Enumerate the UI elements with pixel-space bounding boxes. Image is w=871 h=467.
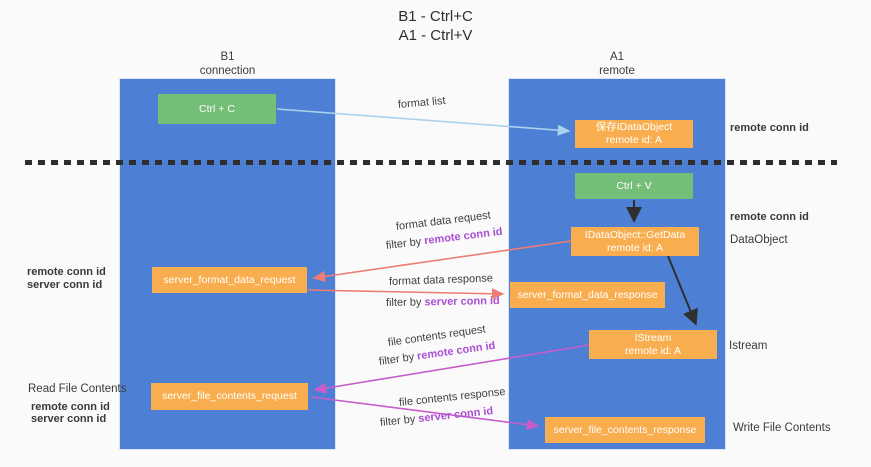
right-write-file-contents-label: Write File Contents [733,422,831,434]
column-a1-name: A1 [609,51,625,63]
column-header-a1: A1 remote [508,50,726,78]
right-dataobject-label: DataObject [730,234,788,246]
server-format-data-request-label: server_format_data_request [163,273,296,286]
column-a1-role: remote [599,65,635,77]
label-format-data-response-filter: filter by server conn id [386,295,500,309]
right-istream-label: Istream [729,340,768,352]
arrow-format-data-response [307,288,505,300]
column-header-b1: B1 connection [119,50,336,78]
column-b1-name: B1 [220,51,235,63]
server-conn-id-text: server conn id [424,295,500,309]
save-idataobject-line1: 保存IDataObject [595,121,673,133]
left-read-file-contents-label: Read File Contents [28,383,127,395]
left-file-remote-conn-id: remote conn id [31,401,110,413]
arrow-file-contents-response [310,396,540,431]
node-server-format-data-response: server_format_data_response [510,282,665,308]
ctrl-v-label: Ctrl + V [616,179,652,192]
arrow-getdata-to-istream [667,255,698,326]
istream-line2: remote id: A [624,344,682,357]
arrow-file-contents-request [313,344,590,394]
server-format-data-response-label: server_format_data_response [517,288,658,301]
server-file-contents-request-label: server_file_contents_request [162,390,297,402]
filter-by-text: filter by [385,296,425,309]
getdata-line2: remote id: A [606,241,664,254]
getdata-line1: IDataObject::GetData [584,228,686,241]
server-file-contents-response-label: server_file_contents_response [553,423,697,436]
arrow-format-list [276,108,571,136]
diagram-title: B1 - Ctrl+C A1 - Ctrl+V [0,7,871,45]
title-line-1: B1 - Ctrl+C [398,8,473,25]
istream-line1: IStream [634,331,672,344]
node-server-format-data-request: server_format_data_request [152,267,307,293]
left-format-remote-conn-id: remote conn id [27,266,106,278]
node-idataobject-getdata: IDataObject::GetData remote id: A [571,227,699,256]
arrow-format-data-request [312,240,572,282]
node-server-file-contents-response: server_file_contents_response [545,417,705,443]
node-ctrl-v: Ctrl + V [575,173,693,199]
title-line-2: A1 - Ctrl+V [398,27,473,44]
right-remote-conn-id-mid: remote conn id [730,211,809,223]
right-remote-conn-id-top: remote conn id [730,122,809,134]
node-ctrl-c: Ctrl + C [158,94,276,124]
node-server-file-contents-request: server_file_contents_request [151,383,308,410]
ctrl-c-label: Ctrl + C [199,102,235,115]
dashed-separator-line [25,160,837,165]
node-save-idataobject: 保存IDataObject remote id: A [575,120,693,148]
node-istream: IStream remote id: A [589,330,717,359]
left-format-server-conn-id: server conn id [27,279,103,291]
column-b1-role: connection [199,65,256,77]
left-file-server-conn-id: server conn id [31,413,107,425]
save-idataobject-line2: remote id: A [605,134,663,146]
